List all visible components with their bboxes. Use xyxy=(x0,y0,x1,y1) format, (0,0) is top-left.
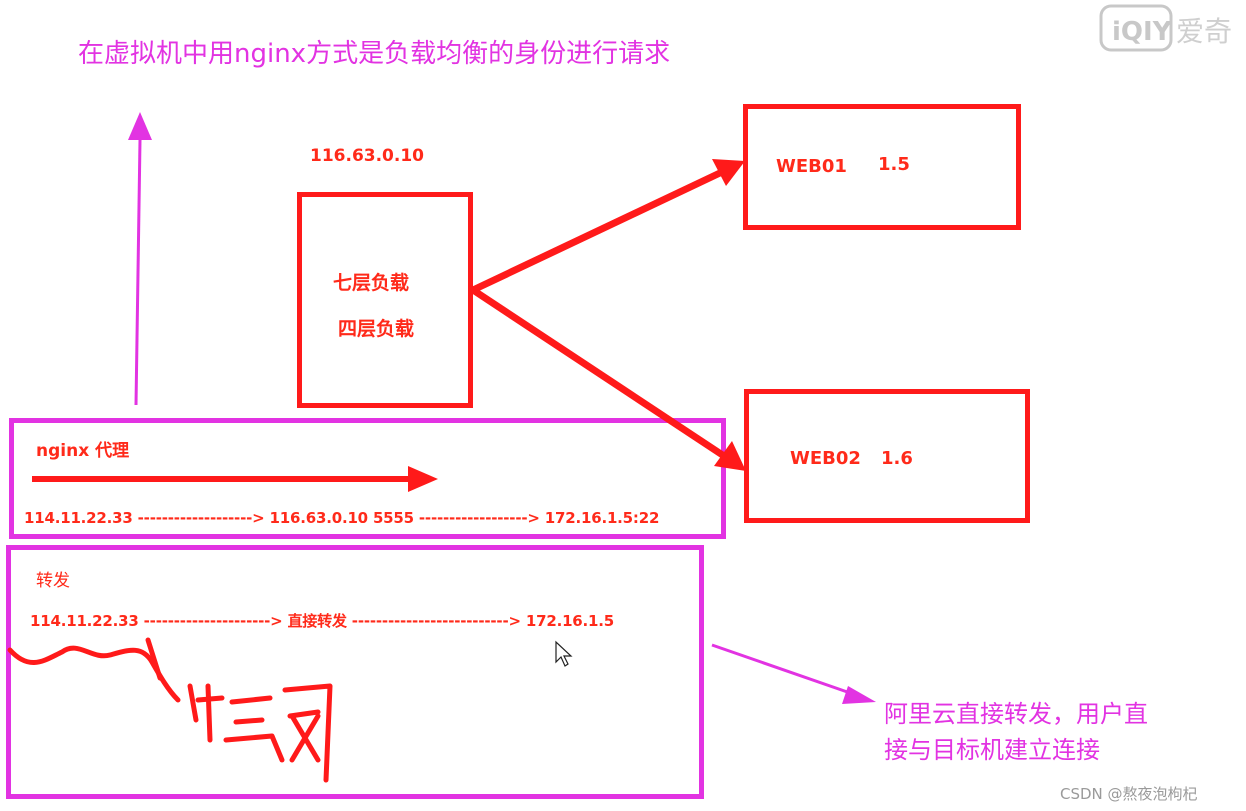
web01-name: WEB01 xyxy=(776,156,847,177)
nginx-proxy-box xyxy=(9,418,726,539)
nginx-proxy-flow: 114.11.22.33 -------------------> 116.63… xyxy=(24,509,660,527)
proxy-flow-arrow xyxy=(32,466,438,492)
iqiyi-logo: iQIY xyxy=(1098,2,1246,58)
up-arrow xyxy=(128,112,152,406)
csdn-watermark: CSDN @熬夜泡枸杞 xyxy=(1060,785,1198,803)
page-title: 在虚拟机中用nginx方式是负载均衡的身份进行请求 xyxy=(78,39,671,69)
web02-name: WEB02 xyxy=(790,448,861,469)
note-arrow xyxy=(711,643,876,704)
forward-flow: 114.11.22.33 ---------------------> 直接转发… xyxy=(30,612,615,630)
watermark-top-text: 爱奇 xyxy=(1176,15,1233,48)
mouse-cursor-icon xyxy=(555,640,573,667)
web02-ip: 1.6 xyxy=(881,448,913,469)
web01-ip: 1.5 xyxy=(878,154,910,175)
forward-label: 转发 xyxy=(36,571,70,591)
load-balancer-box xyxy=(297,192,473,408)
forward-box xyxy=(6,545,704,799)
lb-layer4-label: 四层负载 xyxy=(338,318,415,340)
web01-box xyxy=(743,104,1021,230)
handwritten-scribble xyxy=(7,637,333,783)
note-line-1: 阿里云直接转发，用户直 xyxy=(884,700,1148,728)
web02-box xyxy=(744,389,1030,523)
arrow-to-web01 xyxy=(471,159,745,294)
note-line-2: 接与目标机建立连接 xyxy=(884,736,1100,764)
nginx-proxy-label: nginx 代理 xyxy=(36,441,130,461)
lb-ip-label: 116.63.0.10 xyxy=(310,146,425,166)
svg-text:iQIY: iQIY xyxy=(1112,17,1173,47)
lb-layer7-label: 七层负载 xyxy=(333,272,410,294)
arrow-to-web02 xyxy=(471,287,746,471)
